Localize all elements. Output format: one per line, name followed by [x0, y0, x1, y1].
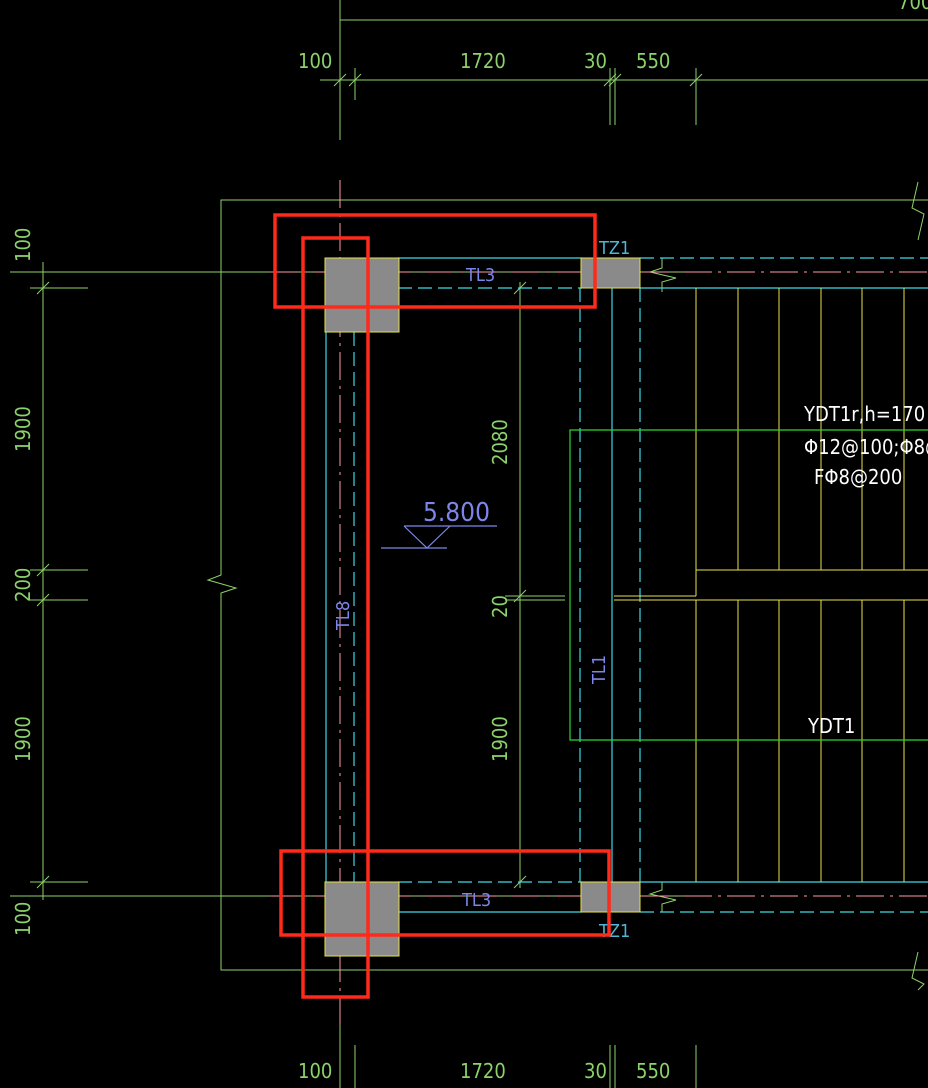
left-dimension-chain [30, 262, 88, 900]
slab-boundary [569, 429, 928, 741]
bottom-dim-30: 30 [584, 1059, 607, 1083]
column-label-bottom: TZ1 [598, 921, 630, 942]
beam-label-left: TL8 [333, 601, 354, 631]
inner-dim-2080: 2080 [488, 419, 512, 465]
stair-rebar-dist: FΦ8@200 [814, 465, 902, 489]
stair-rebar-main: Φ12@100;Φ8@1 [804, 435, 928, 459]
inner-dim-20: 20 [488, 595, 512, 618]
left-dim-100-bottom: 100 [11, 902, 35, 936]
left-dim-1900-upper: 1900 [11, 406, 35, 452]
column-top-right [580, 257, 641, 289]
top-dim-100: 100 [298, 49, 332, 73]
bottom-dim-100: 100 [298, 1059, 332, 1083]
elevation-value: 5.800 [423, 498, 490, 528]
left-dim-100-top: 100 [11, 228, 35, 262]
highlight-boxes [273, 213, 611, 999]
elevation-marker [381, 525, 497, 549]
top-dimension-chain [320, 0, 928, 140]
bottom-dim-1720: 1720 [460, 1059, 506, 1083]
bottom-dim-550: 550 [636, 1059, 670, 1083]
left-dim-1900-lower: 1900 [11, 716, 35, 762]
beam-outlines [325, 257, 928, 913]
left-dim-200: 200 [11, 568, 35, 602]
inner-dim-1900: 1900 [488, 716, 512, 762]
column-label-top: TZ1 [598, 238, 630, 259]
stair-treads [614, 288, 928, 882]
column-bottom-left [324, 881, 400, 957]
inner-dimension-chain [505, 281, 565, 889]
beam-label-right: TL1 [589, 655, 610, 685]
highlight-bottom-beam [279, 849, 611, 937]
top-dim-550: 550 [636, 49, 670, 73]
grid-lines [10, 271, 700, 897]
top-dim-1720: 1720 [460, 49, 506, 73]
stair-title: YDT1r,h=170 [803, 402, 925, 426]
beam-label-top: TL3 [465, 265, 495, 286]
column-top-left [324, 257, 400, 333]
highlight-left-beam [301, 236, 370, 999]
columns [324, 257, 641, 957]
top-dim-cut: 700 [898, 0, 928, 14]
outer-boundary [206, 181, 928, 991]
beam-label-bottom: TL3 [461, 890, 491, 911]
highlight-top-beam [273, 213, 597, 309]
top-dim-30: 30 [584, 49, 607, 73]
stair-lower-label: YDT1 [807, 714, 855, 738]
